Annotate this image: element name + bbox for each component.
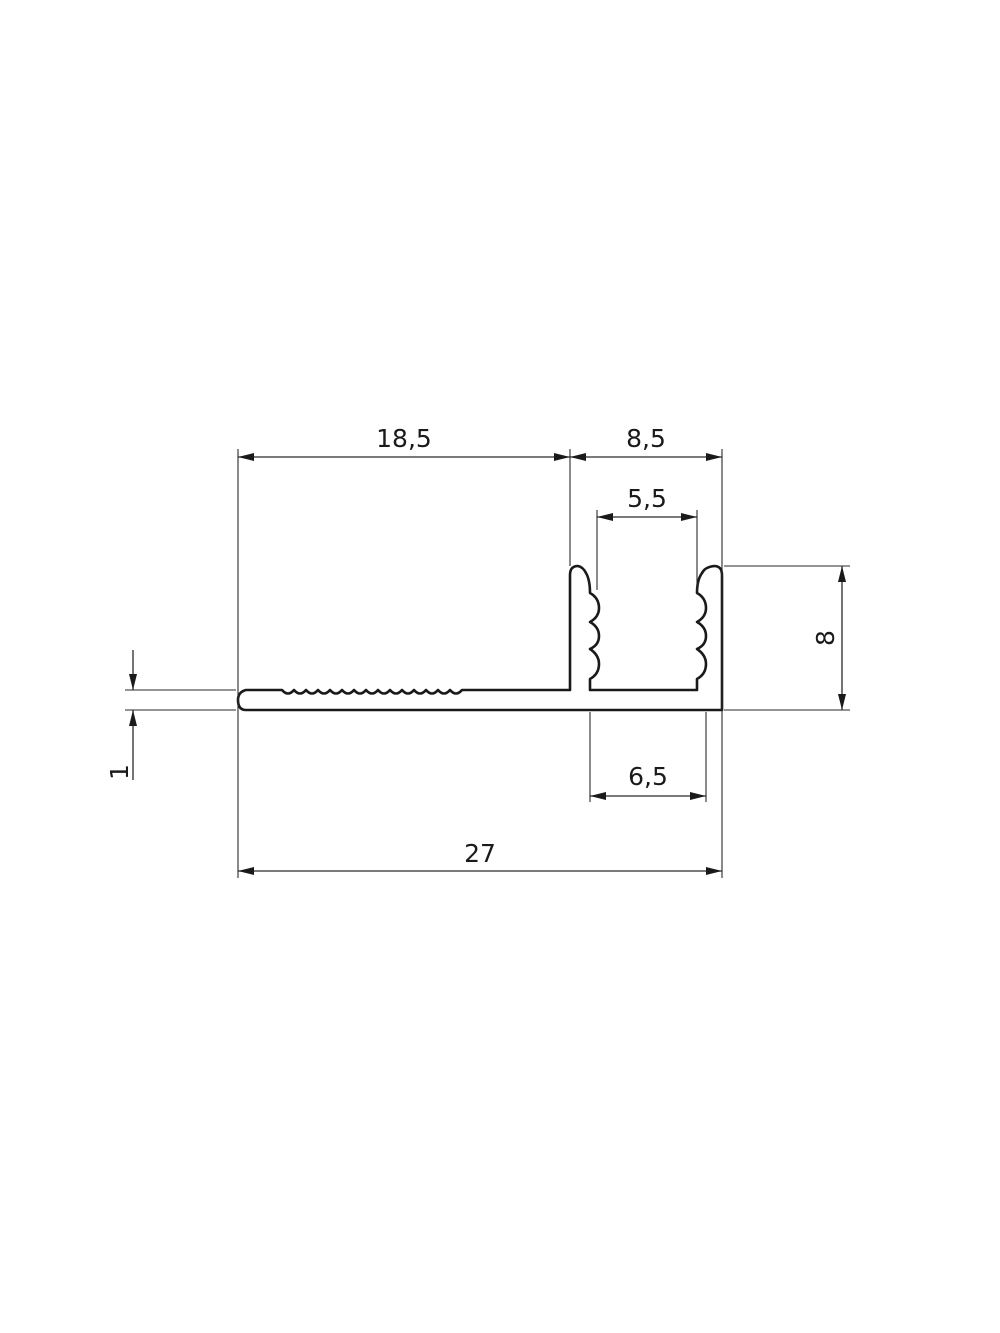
dimension-label-5-5: 5,5 — [627, 484, 667, 513]
extension-lines — [125, 449, 850, 878]
profile-outline — [236, 564, 724, 712]
dimension-label-8: 8 — [811, 630, 840, 646]
dimension-top-right: 8,5 — [570, 424, 722, 461]
dimension-base-thickness: 1 — [105, 650, 137, 780]
dimension-label-8-5: 8,5 — [626, 424, 666, 453]
dimension-label-1: 1 — [105, 764, 134, 780]
dimension-top-left: 18,5 — [238, 424, 570, 461]
dimension-channel-outer: 6,5 — [590, 762, 706, 800]
dimension-label-6-5: 6,5 — [628, 762, 668, 791]
dimension-label-27: 27 — [464, 839, 496, 868]
dimension-label-18-5: 18,5 — [376, 424, 432, 453]
dimension-channel-inner: 5,5 — [597, 484, 697, 521]
dimension-channel-height: 8 — [811, 566, 846, 710]
dimension-overall-width: 27 — [238, 839, 722, 875]
